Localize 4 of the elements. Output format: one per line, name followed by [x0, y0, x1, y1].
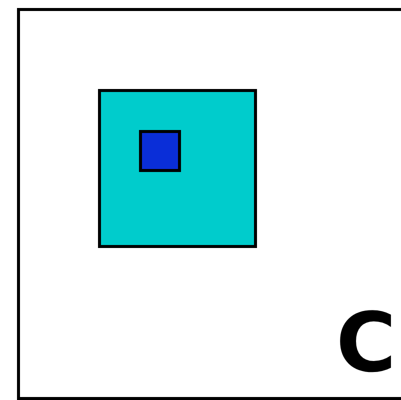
square [98, 89, 257, 248]
letter-label: C [336, 303, 396, 385]
outer-frame [17, 8, 401, 400]
square [139, 130, 181, 172]
